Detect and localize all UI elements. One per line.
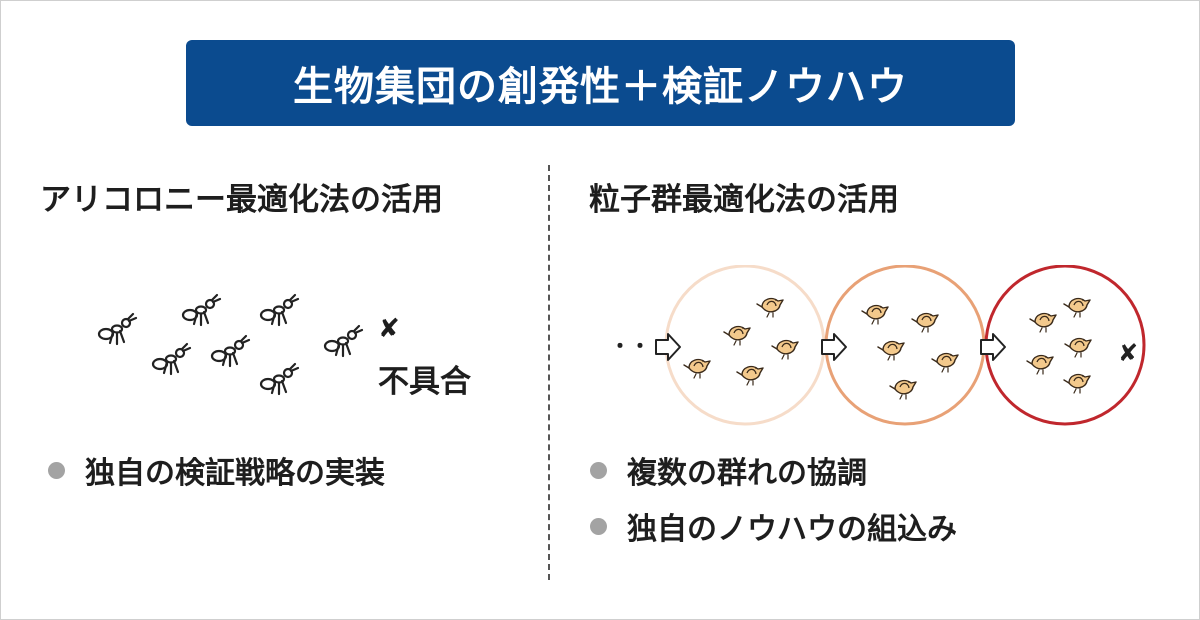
bullet-text: 複数の群れの協調	[627, 456, 867, 491]
ant-icon	[151, 342, 192, 376]
ant-icon	[259, 293, 300, 327]
bullet-item: 独自のノウハウの組込み	[590, 504, 957, 548]
bullet-dot-icon	[48, 461, 65, 479]
failure-x-icon: ✘	[1118, 339, 1138, 367]
bullet-dot-icon	[590, 517, 607, 535]
dashed-divider	[548, 165, 550, 580]
ant-icon	[259, 362, 300, 396]
bullet-item: 複数の群れの協調	[590, 448, 867, 492]
swarm-circle	[664, 265, 826, 426]
ant-icon	[181, 293, 222, 327]
pso-heading: 粒子群最適化法の活用	[589, 182, 899, 218]
bullet-text: 独自のノウハウの組込み	[627, 512, 957, 547]
title-banner: 生物集団の創発性＋検証ノウハウ	[186, 40, 1015, 126]
ant-colony-heading: アリコロニー最適化法の活用	[40, 182, 443, 218]
swarm-diagram: ・・・ ✘	[610, 265, 1146, 426]
bullet-text: 独自の検証戦略の実装	[85, 456, 385, 491]
page-title: 生物集団の創発性＋検証ノウハウ	[293, 64, 908, 110]
bullet-item: 独自の検証戦略の実装	[48, 448, 385, 492]
ant-icon	[97, 312, 138, 346]
defect-label: 不具合	[378, 364, 471, 400]
bullet-dot-icon	[590, 461, 607, 479]
swarm-circle	[824, 265, 986, 426]
ant-icon	[323, 324, 364, 358]
ant-icon	[210, 334, 251, 368]
defect-x-icon: ✘	[378, 314, 400, 344]
